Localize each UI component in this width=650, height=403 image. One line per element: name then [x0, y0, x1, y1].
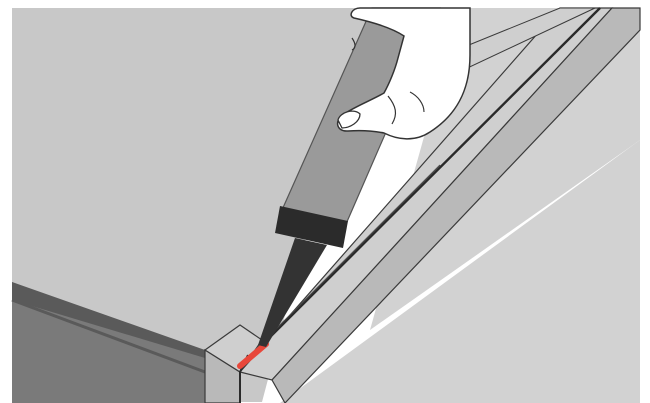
illustration-canvas: [0, 0, 650, 403]
caulking-illustration: [0, 0, 650, 403]
